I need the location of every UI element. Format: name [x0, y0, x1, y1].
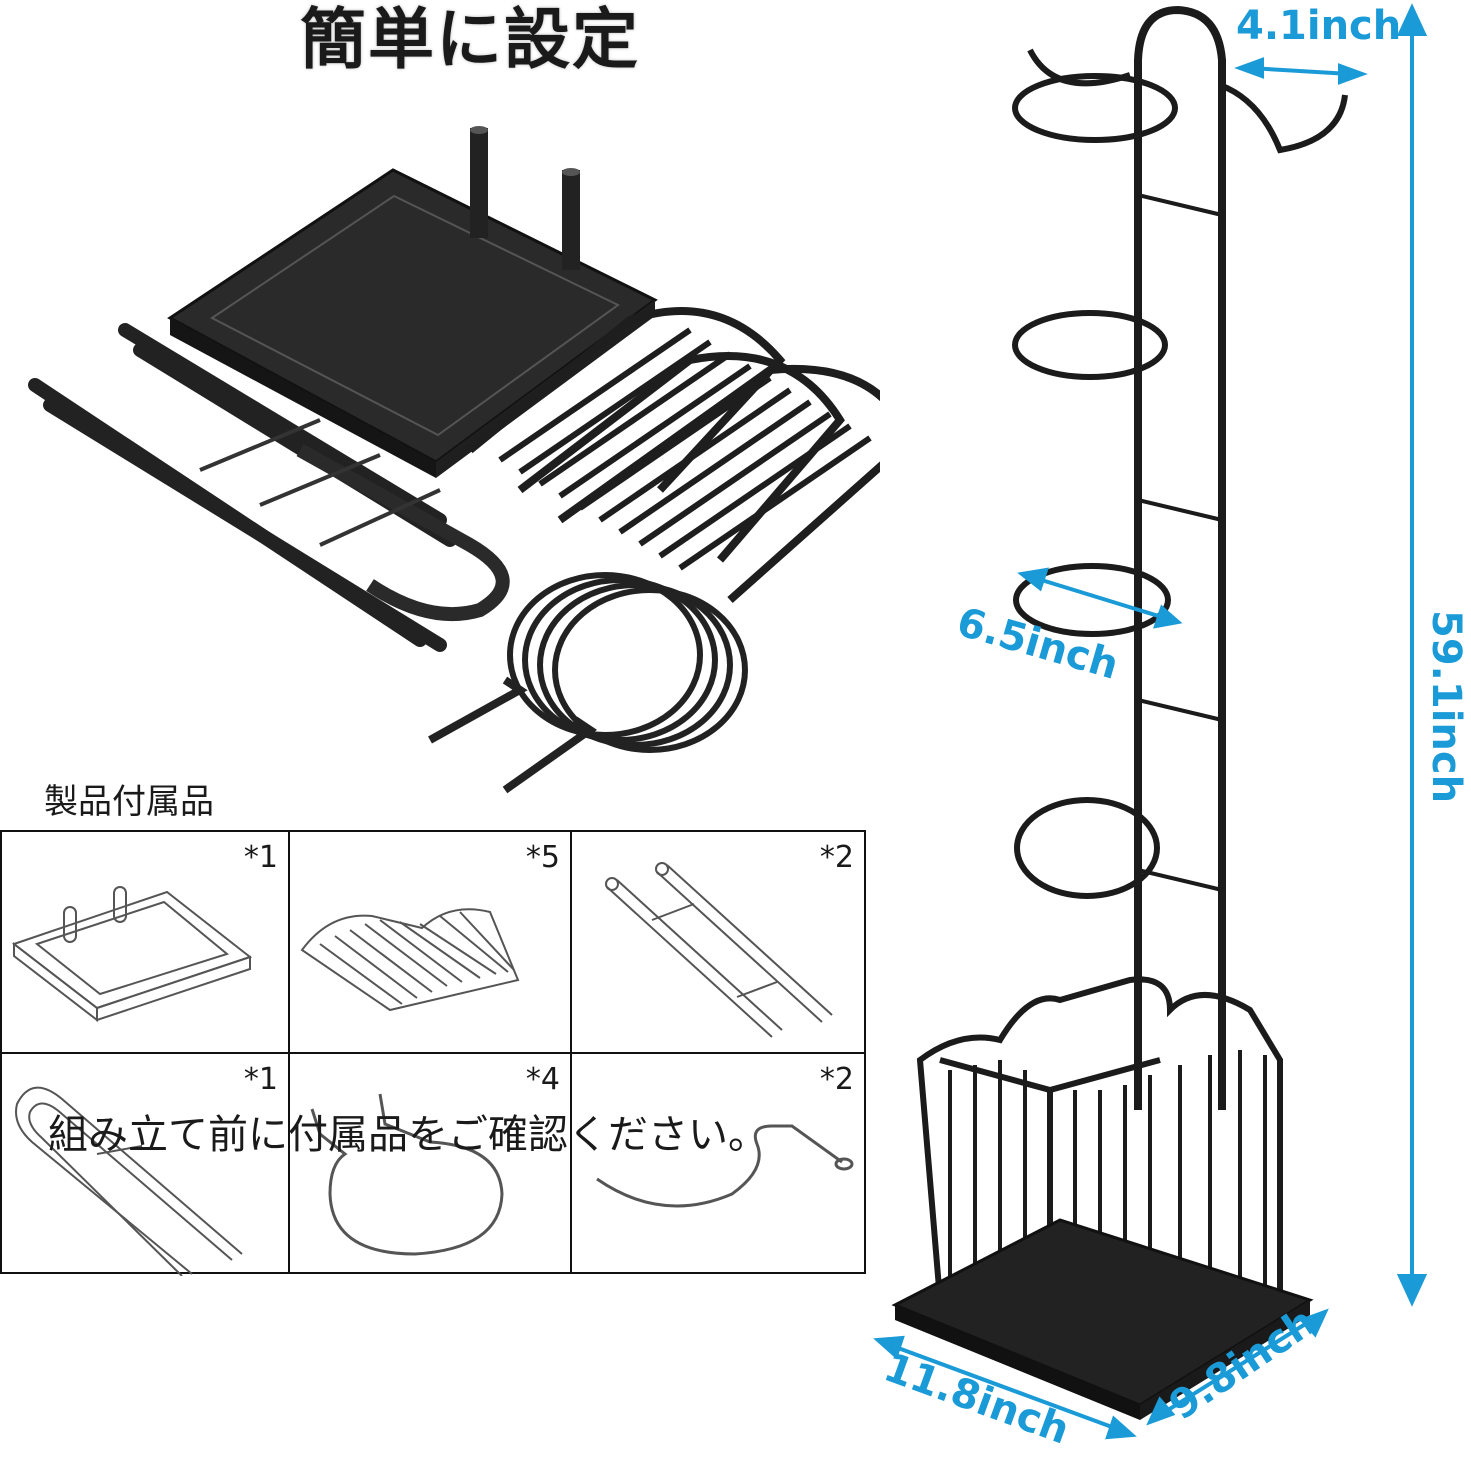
part-count: *2	[819, 1062, 854, 1097]
hook-icon	[596, 1124, 854, 1208]
wire-fence-panel-icon	[300, 908, 520, 1012]
part-count: *2	[819, 840, 854, 875]
ring-diameter-label: 6.5inch	[951, 599, 1124, 689]
pole-pair-icon	[605, 862, 833, 1038]
part-count: *4	[525, 1062, 560, 1097]
exploded-parts-illustration	[28, 126, 880, 794]
page-title: 簡単に設定	[300, 1, 640, 78]
part-count: *1	[243, 840, 278, 875]
u-frame-icon	[15, 1086, 243, 1276]
part-count: *1	[243, 1062, 278, 1097]
part-cell-hook: *2	[570, 1052, 866, 1274]
part-cell-base-plate: *1	[0, 830, 290, 1054]
parts-grid: *1 *5	[0, 830, 866, 1276]
height-label: 59.1inch	[1423, 610, 1469, 804]
ring-holder-icon	[310, 1093, 504, 1256]
part-count: *5	[525, 840, 560, 875]
parts-heading: 製品付属品	[44, 782, 214, 822]
part-cell-u-frame: *1	[0, 1052, 290, 1276]
part-cell-ring-holder: *4	[288, 1052, 572, 1274]
part-cell-fence-panel: *5	[288, 830, 572, 1054]
part-cell-poles: *2	[570, 830, 866, 1054]
top-width-label: 4.1inch	[1236, 3, 1402, 49]
base-plate-icon	[11, 886, 253, 1023]
assembly-note: 組み立て前に付属品をご確認ください。	[48, 1112, 768, 1158]
base-width-label: 9.8inch	[1161, 1298, 1324, 1430]
base-length-label: 11.8inch	[877, 1344, 1076, 1454]
